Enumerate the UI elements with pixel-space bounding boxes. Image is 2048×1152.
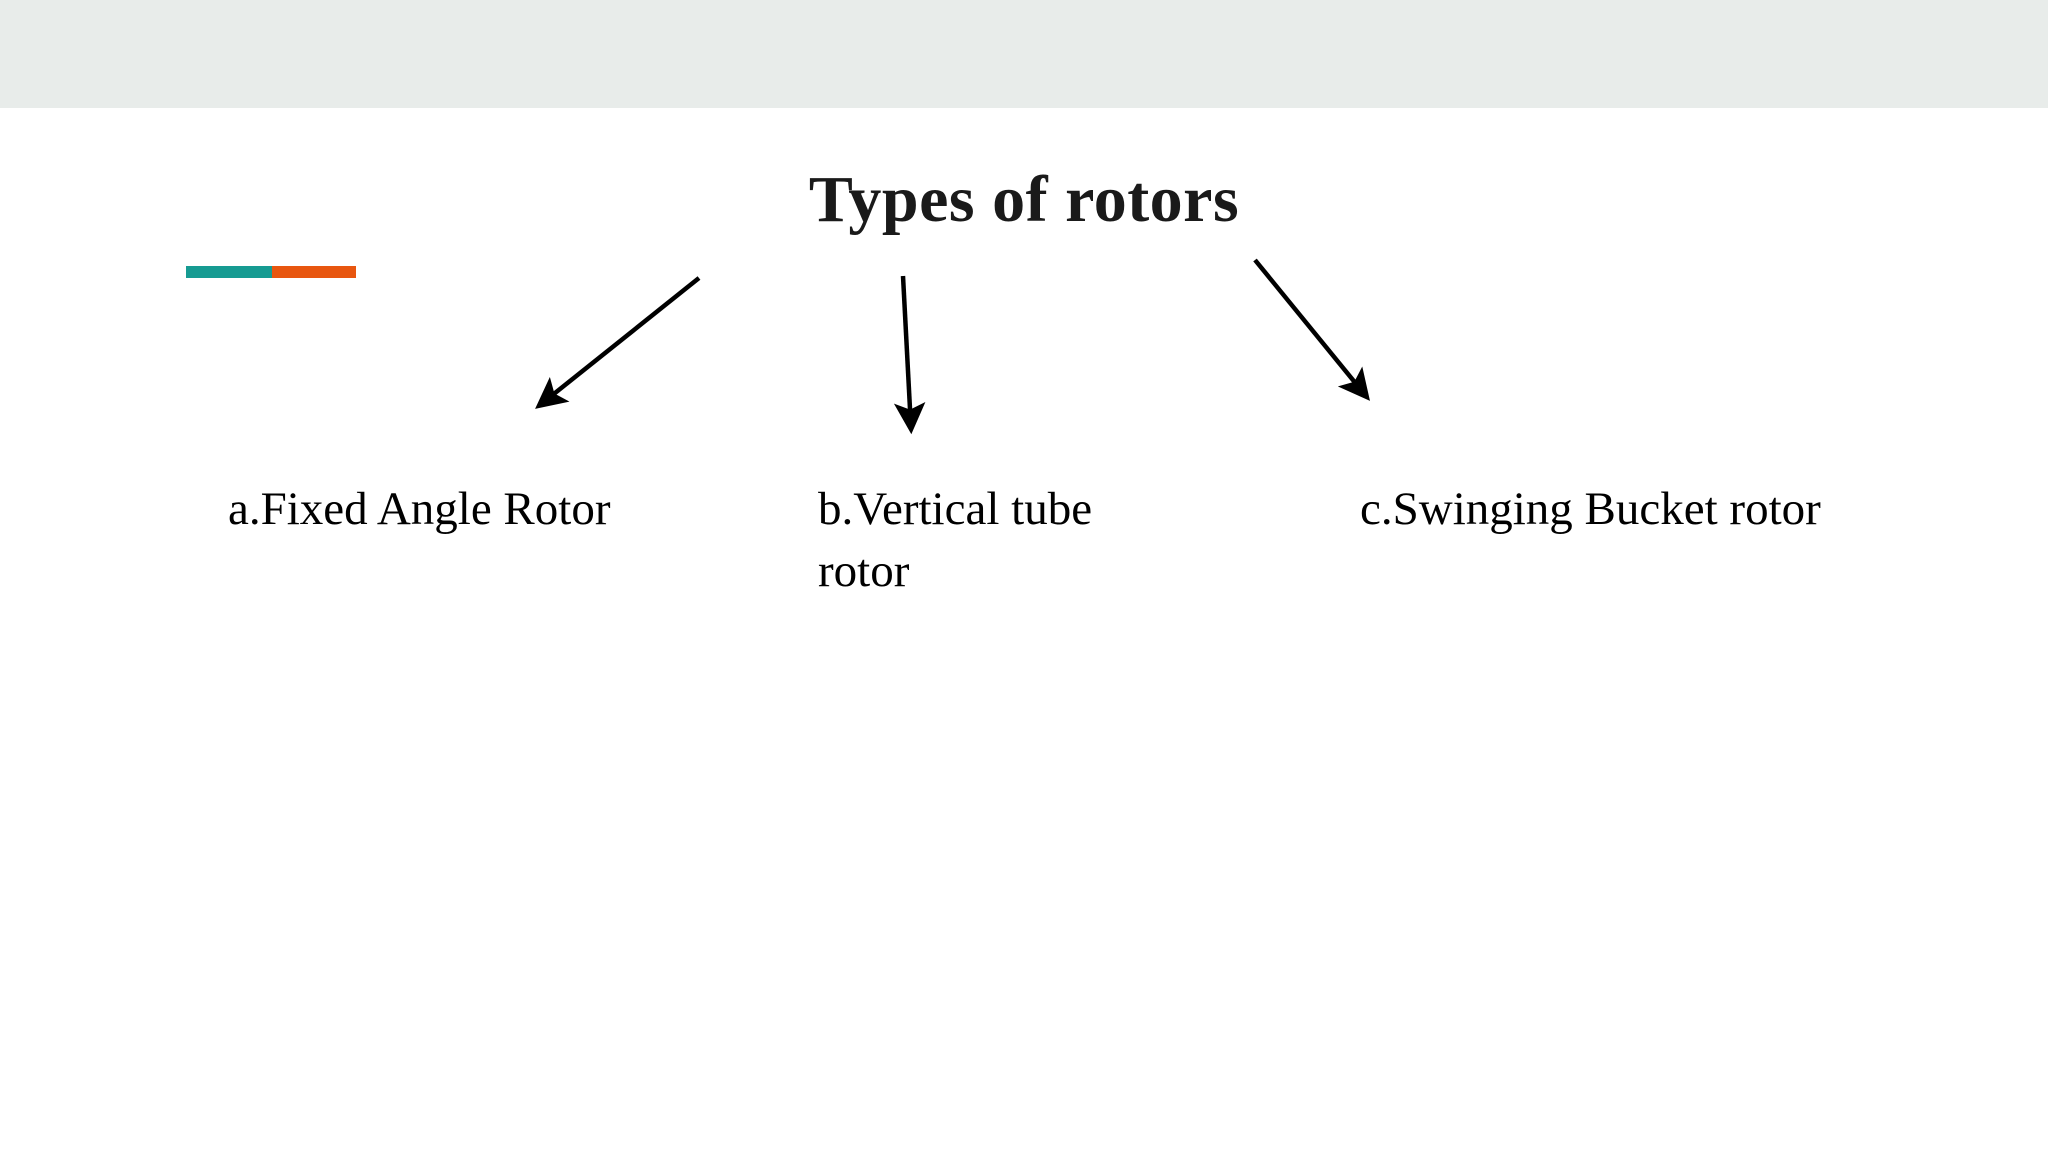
accent-bar-orange-segment xyxy=(272,266,356,278)
rotor-label-fixed-angle: a.Fixed Angle Rotor xyxy=(228,483,611,535)
two-tone-accent-bar xyxy=(186,266,356,278)
rotor-label-vertical-tube: b.Vertical tube rotor xyxy=(818,483,1093,597)
arrow-to-swinging-bucket-rotor xyxy=(1253,258,1370,401)
rotor-label-swinging-bucket: c.Swinging Bucket rotor xyxy=(1360,483,1821,535)
arrow-to-fixed-angle-rotor xyxy=(535,276,701,409)
page-title: Types of rotors xyxy=(808,163,1240,236)
accent-bar-teal-segment xyxy=(186,266,272,278)
arrow-to-vertical-tube-rotor xyxy=(893,275,926,435)
header-band xyxy=(0,0,2048,108)
